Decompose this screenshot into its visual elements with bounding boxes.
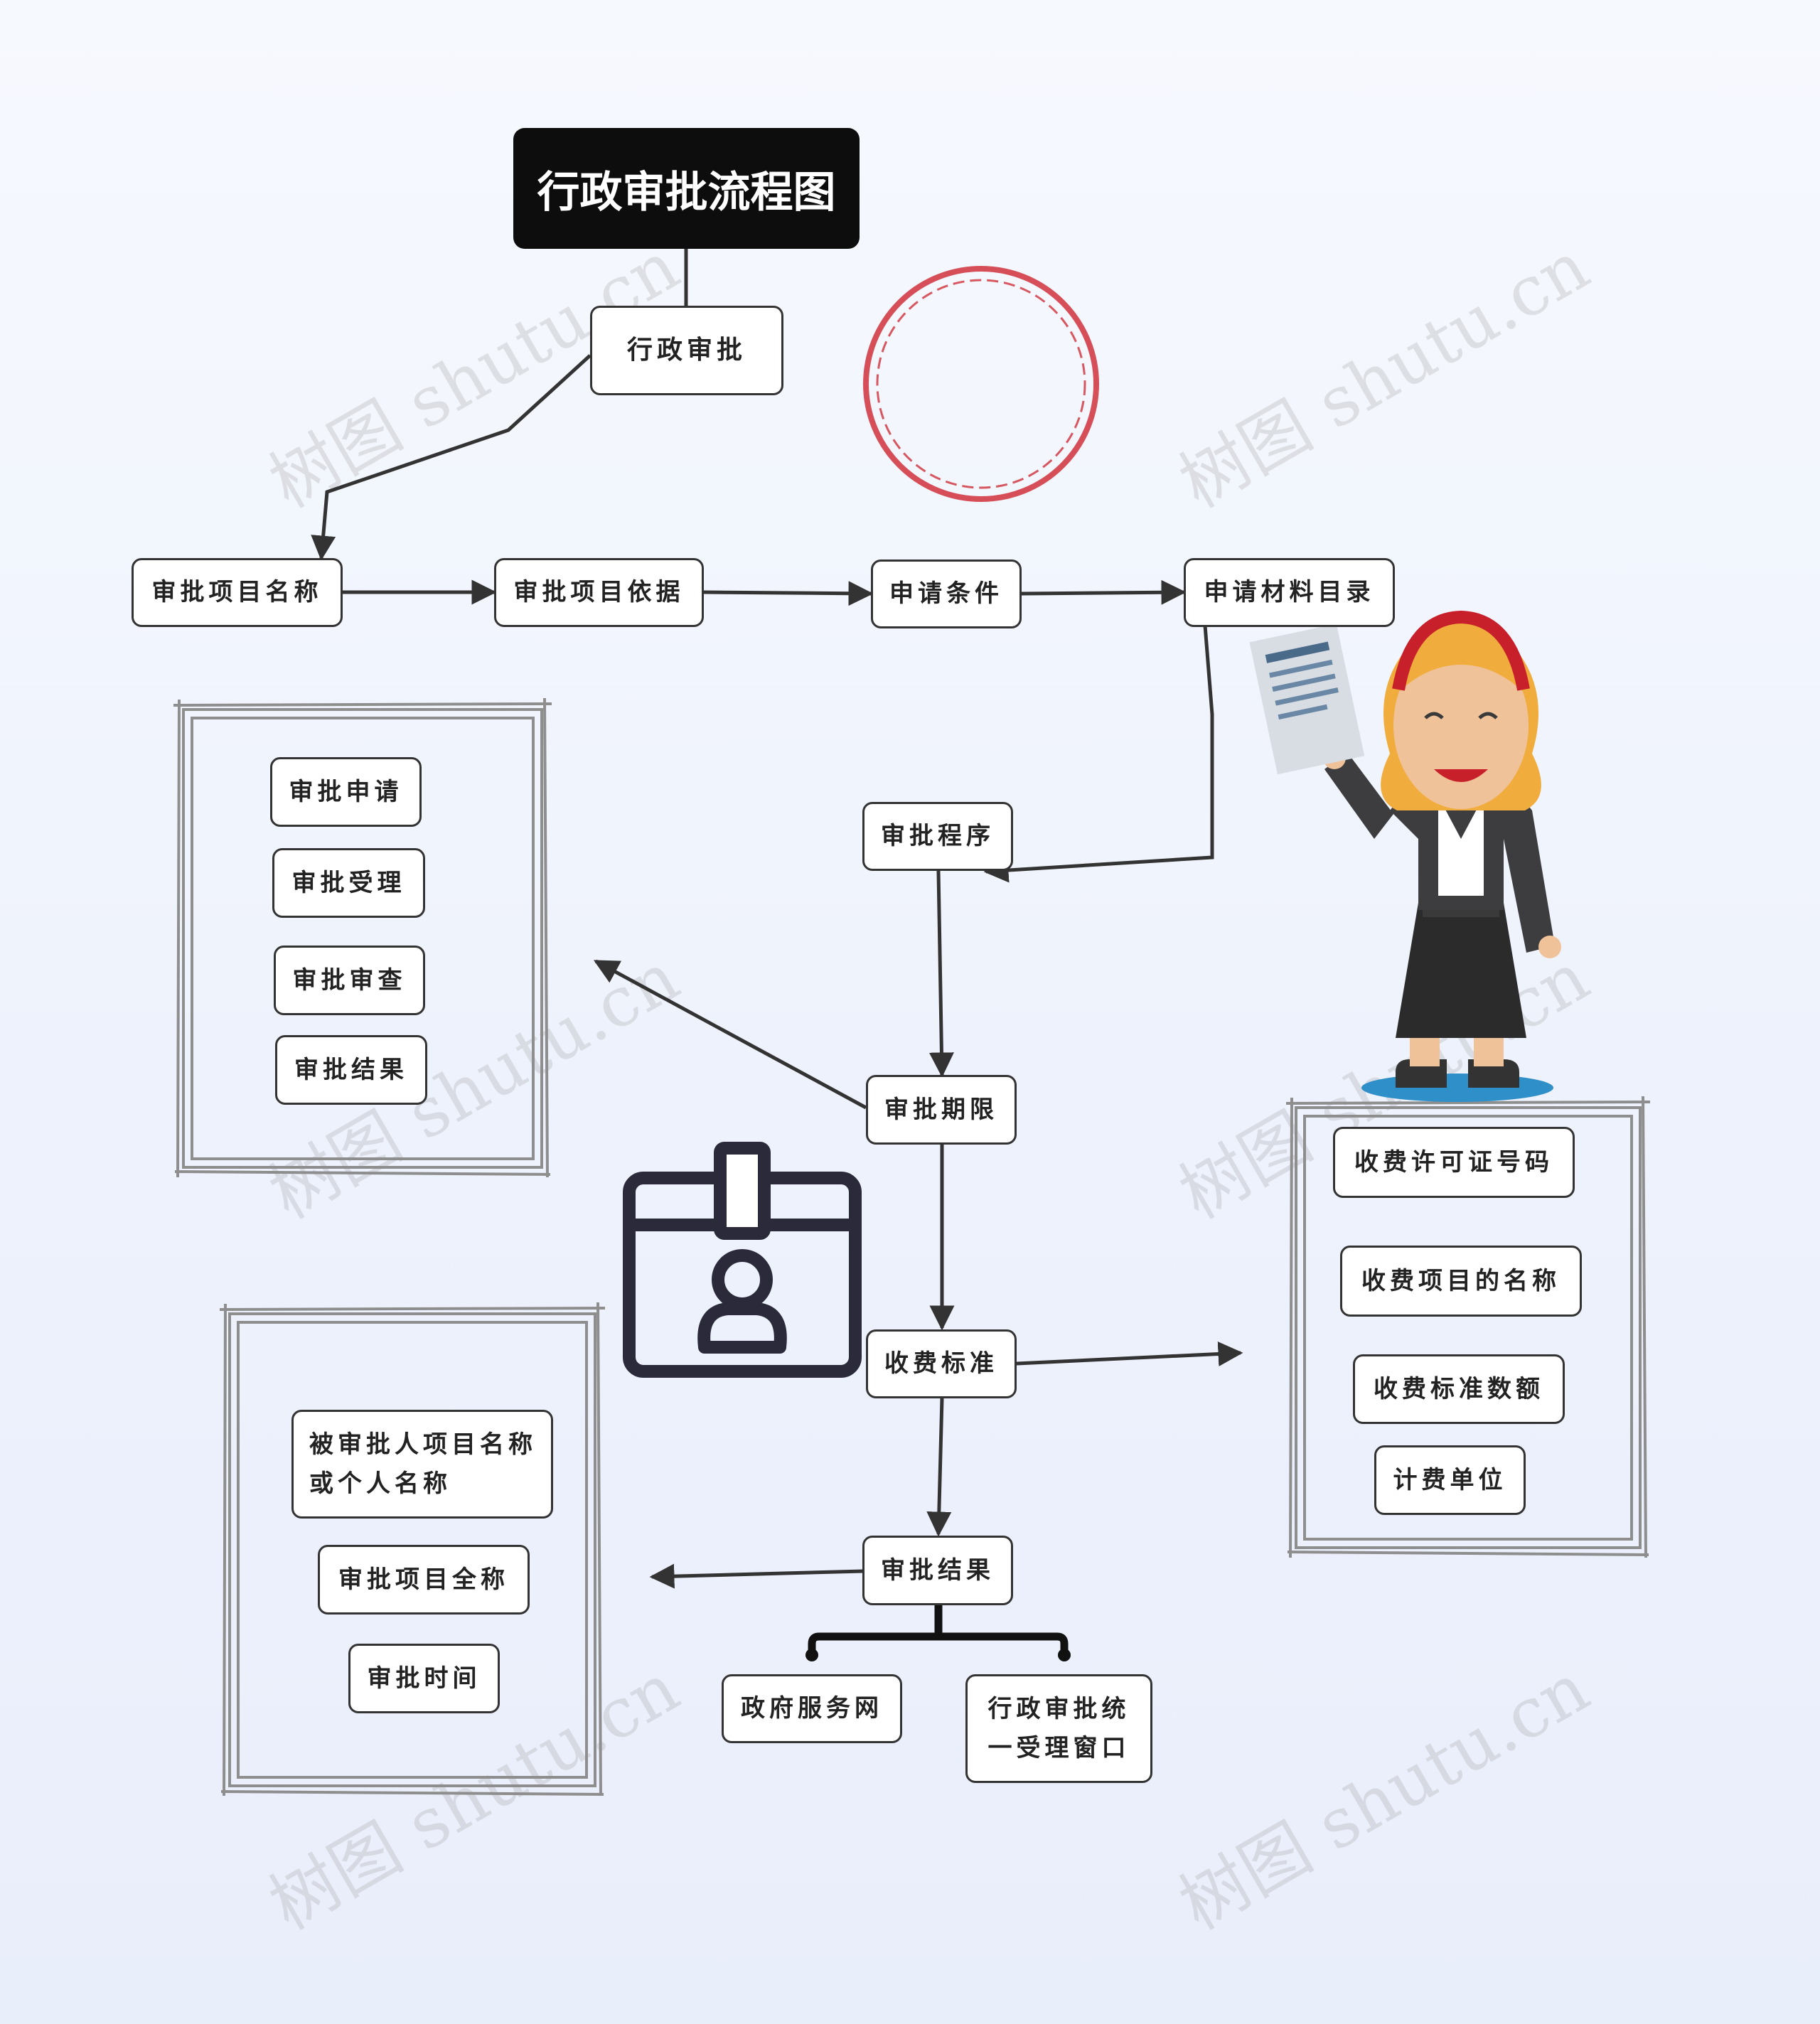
result-to-items-arrow <box>649 1563 864 1589</box>
result-item: 审批时间 <box>348 1644 500 1713</box>
fee-item: 收费许可证号码 <box>1333 1127 1575 1198</box>
node-conditions: 申请条件 <box>871 559 1022 628</box>
seal-icon <box>863 266 1099 502</box>
result-item: 审批项目全称 <box>318 1545 530 1615</box>
node-result: 审批结果 <box>862 1536 1013 1605</box>
result-item: 被审批人项目名称或个人名称 <box>291 1410 553 1519</box>
node-project-name: 审批项目名称 <box>132 558 343 627</box>
fee-to-result-arrow <box>926 1398 952 1537</box>
node-procedure: 审批程序 <box>862 802 1013 871</box>
conditions-to-materials-arrow <box>1021 579 1187 605</box>
presenter-illustration <box>1249 610 1561 1102</box>
procedure-to-limit-arrow <box>928 870 954 1078</box>
result-bracket <box>808 1605 1069 1653</box>
node-time-limit: 审批期限 <box>866 1075 1017 1145</box>
procedure-steps-container <box>173 697 552 1178</box>
fee-to-items-arrow <box>1016 1342 1243 1366</box>
id-badge-icon <box>623 1142 862 1378</box>
fee-items-container <box>1285 1096 1651 1558</box>
basis-to-conditions-arrow <box>703 581 874 606</box>
procedure-step: 审批审查 <box>274 946 425 1015</box>
root-node: 行政审批 <box>590 306 783 395</box>
fee-item: 计费单位 <box>1374 1445 1526 1515</box>
materials-to-procedure-arrow <box>983 625 1214 883</box>
procedure-step: 审批受理 <box>272 848 425 918</box>
node-gov-service-net: 政府服务网 <box>722 1674 902 1743</box>
fee-item: 收费标准数额 <box>1353 1354 1565 1424</box>
procedure-step: 审批结果 <box>275 1035 427 1105</box>
procedure-step: 审批申请 <box>270 757 422 827</box>
node-fee-standard: 收费标准 <box>866 1329 1017 1398</box>
fee-item: 收费项目的名称 <box>1340 1246 1582 1317</box>
node-unified-window: 行政审批统一受理窗口 <box>965 1674 1152 1783</box>
result-items-container <box>219 1302 606 1797</box>
root-to-name-arrow <box>311 354 592 561</box>
limit-to-steps-arrow <box>593 959 867 1110</box>
node-project-basis: 审批项目依据 <box>494 558 704 627</box>
page-title: 行政审批流程图 <box>513 128 860 249</box>
node-materials: 申请材料目录 <box>1184 558 1395 627</box>
